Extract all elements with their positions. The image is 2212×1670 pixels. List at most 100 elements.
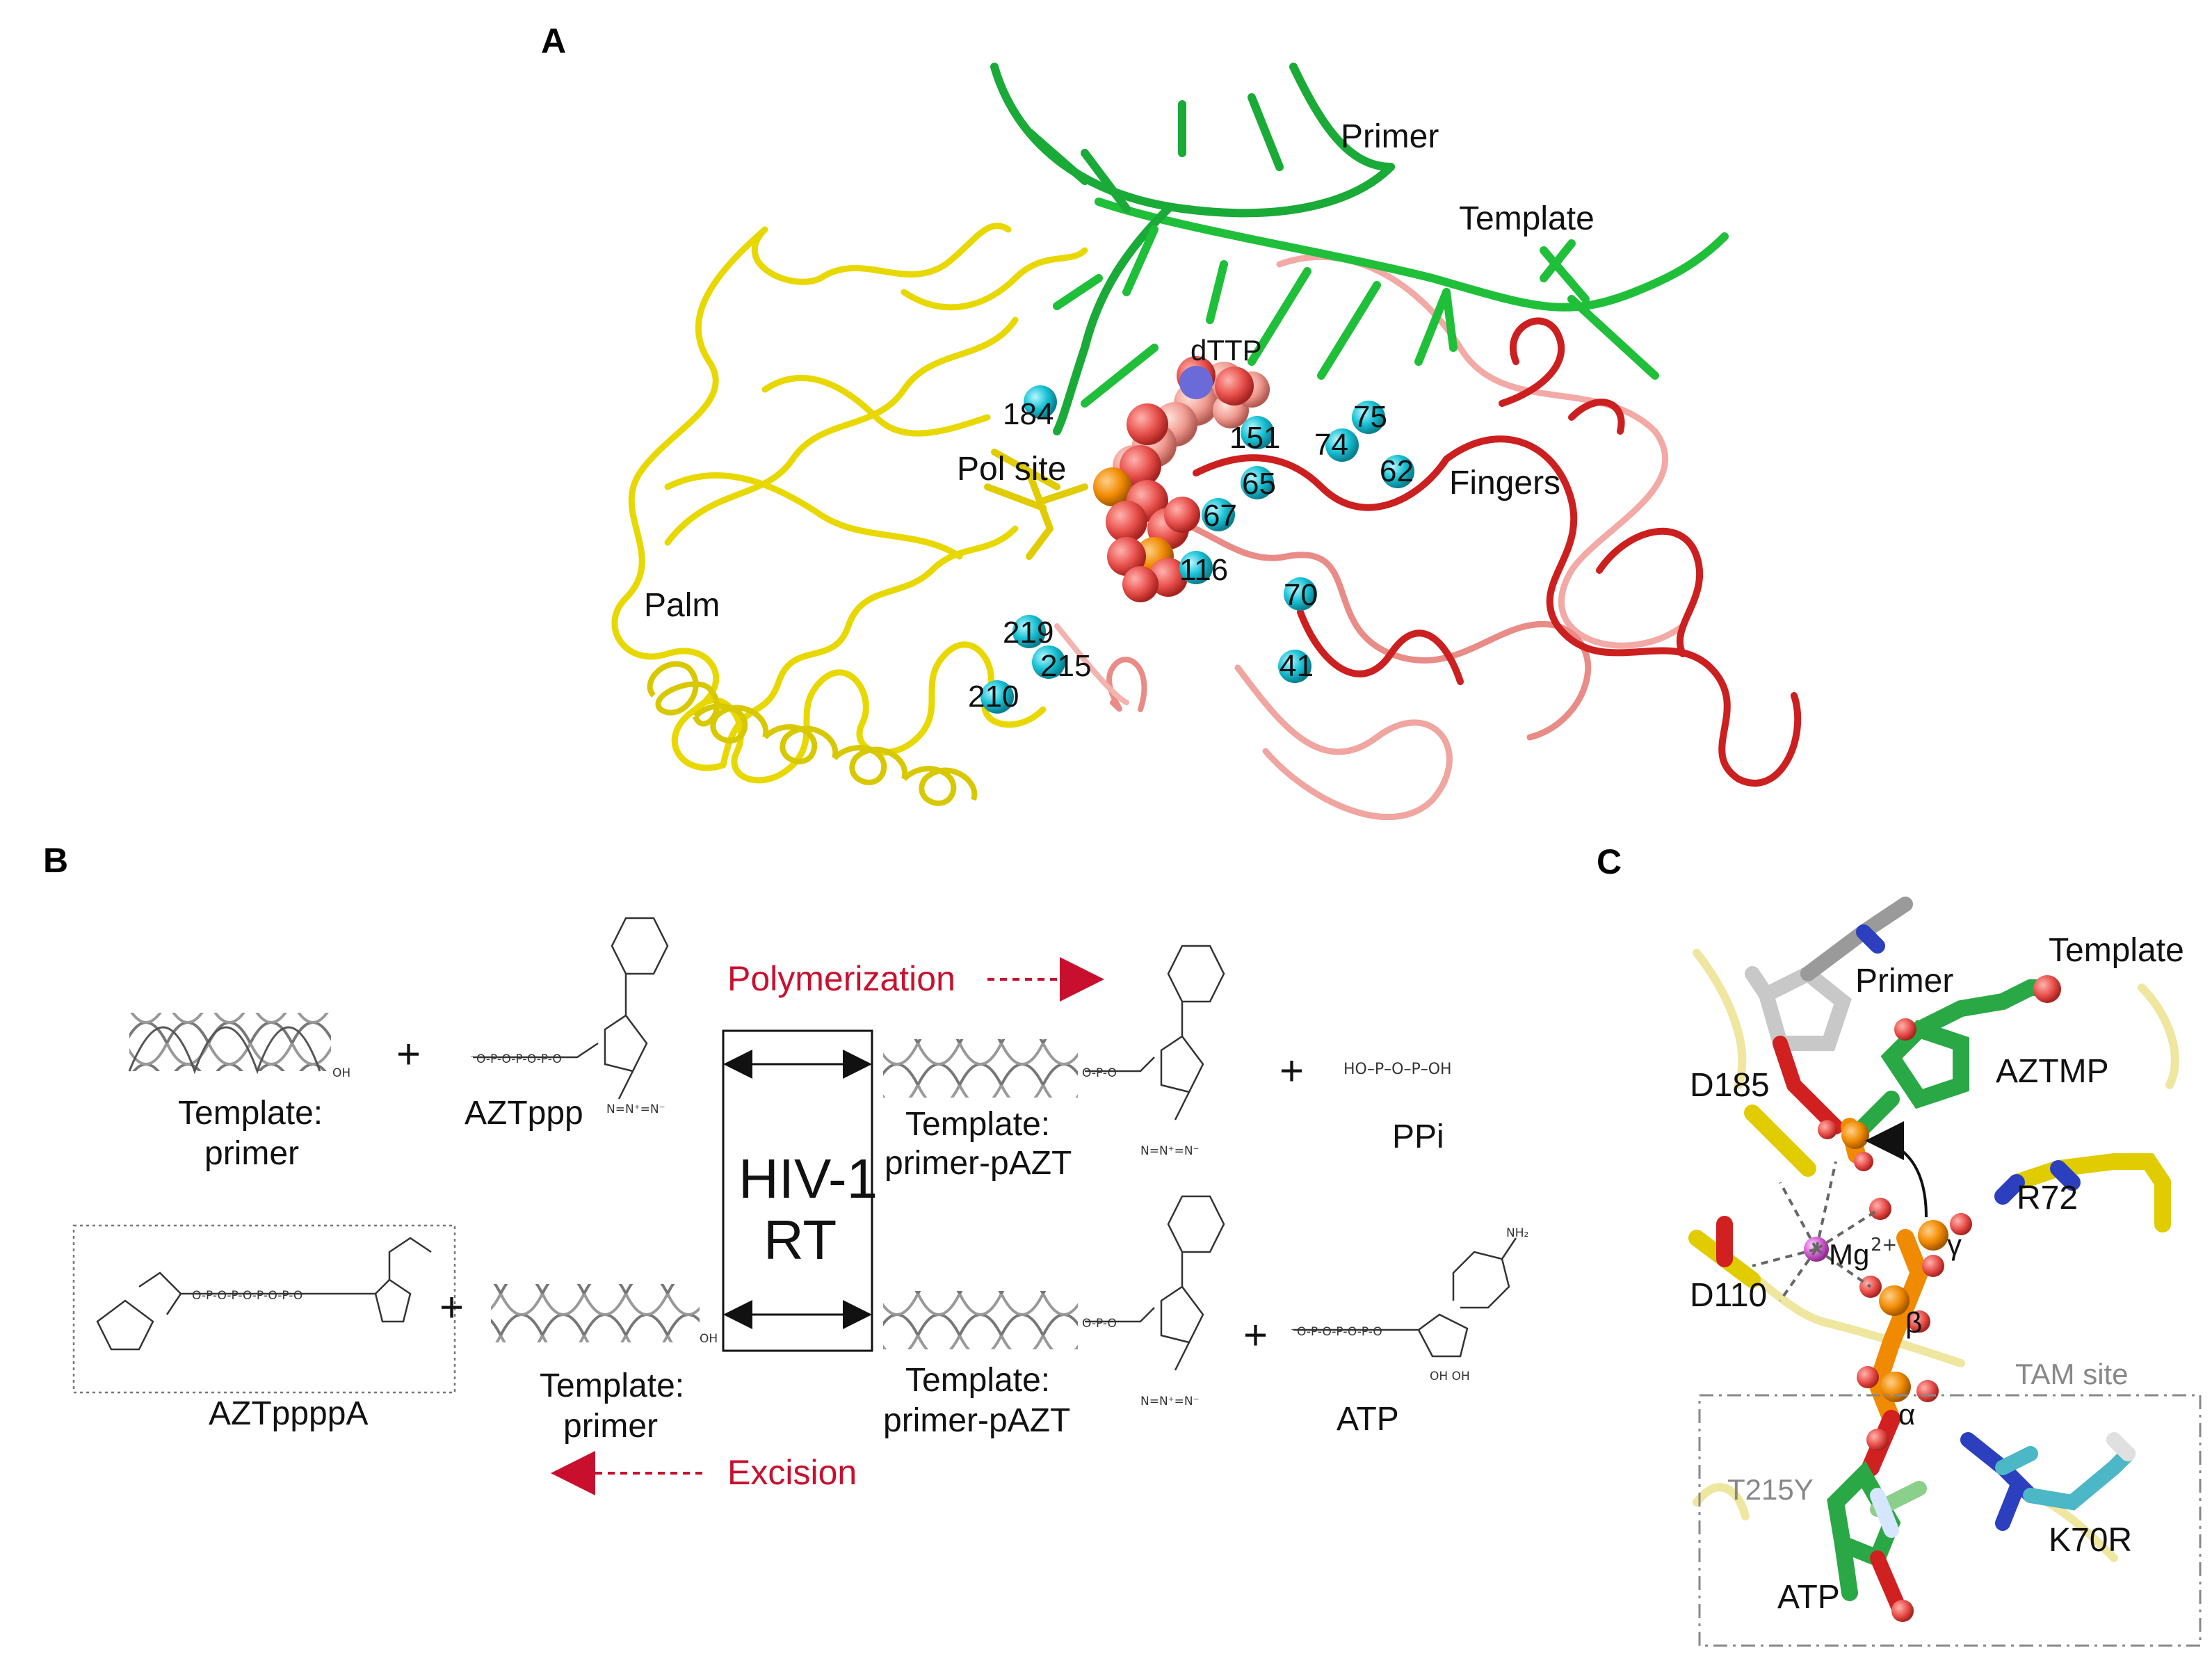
fingers-label: Fingers [1449, 465, 1560, 501]
panel-b-scheme: OH Template: primer + ⁻O-P-O-P-O-P-O N=N… [72, 917, 1528, 1495]
residue-75-ball [1352, 401, 1385, 434]
t215y-label: T215Y [1727, 1473, 1814, 1506]
row1-right-line2: primer-pAZT [885, 1145, 1072, 1182]
phos-primer [1841, 1121, 1869, 1149]
d110-label: D110 [1690, 1277, 1767, 1314]
r72-label: R72 [2017, 1180, 2078, 1217]
residue-219-ball [1012, 615, 1046, 648]
ppi-formula: HO–P–O–P–OH [1343, 1061, 1452, 1078]
plus-sign: + [1279, 1047, 1304, 1094]
enzyme-line2: RT [764, 1209, 837, 1271]
plus-sign: + [439, 1284, 464, 1331]
mg-charge: 2+ [1871, 1235, 1897, 1255]
phos-gamma [1918, 1220, 1948, 1251]
t215y-residue [1870, 1488, 1899, 1538]
aztppp-label: AZTppp [465, 1095, 583, 1132]
oxygen [1950, 1213, 1972, 1235]
mg-coordination [1752, 1161, 1879, 1302]
side-chains [1688, 1105, 2171, 1288]
residue-label: 215 [1040, 649, 1091, 683]
aztppp-structure [473, 917, 669, 1100]
dna-helix-row2-right [883, 1291, 1078, 1349]
aztmp-o [2033, 975, 2061, 1003]
oxygen [1857, 1366, 1879, 1388]
residue-116-ball [1179, 551, 1213, 584]
row1-left-line2: primer [204, 1135, 299, 1172]
residue-67-ball [1202, 498, 1235, 531]
primer-sugar [1745, 897, 1913, 1134]
dna-helix-row2-left [491, 1284, 700, 1342]
attack-arrow [1865, 1121, 1928, 1218]
d185-label: D185 [1690, 1067, 1770, 1104]
panel-a-structure: Primer Template dTTP Pol site Fingers Pa… [611, 63, 1802, 821]
residue-label: 75 [1353, 400, 1387, 434]
residue-label: 74 [1314, 428, 1348, 462]
dttp-label: dTTP [1190, 334, 1262, 367]
tam-site-box [1698, 1394, 2202, 1647]
residue-label: 151 [1229, 421, 1280, 455]
atp-nh2: NH₂ [1506, 1226, 1528, 1240]
primer-label: Primer [1341, 118, 1439, 155]
pazt-azide-row2: N=N⁺=N⁻ [1140, 1395, 1200, 1408]
dna-helix-row1-right [883, 1039, 1078, 1098]
aztmp-o [1894, 1018, 1916, 1041]
atp-label-c: ATP [1777, 1579, 1840, 1616]
template-label-c: Template [2049, 932, 2184, 969]
oxygen [1916, 1380, 1939, 1402]
pol-site-label: Pol site [957, 451, 1066, 488]
oh-label-row2: OH [700, 1332, 718, 1346]
oxygen [1854, 1152, 1873, 1171]
residue-label: 116 [1179, 553, 1228, 587]
tam-site-label: TAM site [2015, 1358, 2129, 1390]
oxygen [1818, 1120, 1837, 1139]
row2-left-line1: Template: [540, 1367, 684, 1404]
phos-beta [1879, 1285, 1910, 1316]
oh-label: OH [332, 1066, 350, 1080]
residue-label: 41 [1279, 649, 1314, 683]
oxygen [1891, 1600, 1914, 1622]
residue-70-ball [1284, 577, 1317, 611]
atp-chain: ⁻O-P-O-P-O-P-O [1291, 1325, 1382, 1339]
panel-c-structure: Template Primer D185 AZTMP R72 Mg 2+ γ D… [1688, 897, 2202, 1647]
residue-label: 65 [1242, 467, 1276, 501]
residue-label: 210 [968, 680, 1019, 714]
row2-left-line2: primer [563, 1408, 658, 1445]
polymerization-label: Polymerization [727, 959, 955, 998]
dttp-spheres [1093, 356, 1270, 602]
hiv-rt-box [722, 1029, 873, 1352]
aztppp-azide: N=N⁺=N⁻ [606, 1102, 665, 1116]
oxygen [1866, 1429, 1889, 1451]
residue-62-ball [1381, 455, 1414, 488]
atp-diol: OH OH [1430, 1370, 1470, 1383]
residue-215-ball [1032, 645, 1065, 679]
residue-210-ball [980, 680, 1014, 714]
residue-label: 184 [1003, 397, 1053, 431]
row2-right-line1: Template: [905, 1362, 1050, 1399]
pazt-chain-text-row2: O-P-O [1082, 1317, 1117, 1331]
residue-151-ball [1241, 416, 1274, 449]
atp-structure [1293, 1237, 1517, 1358]
mg-label: Mg [1829, 1238, 1869, 1271]
oxygen [1908, 1310, 1930, 1333]
aztppppa-label: AZTppppA [209, 1395, 368, 1432]
aztppppa-box [72, 1224, 456, 1394]
residue-label: 67 [1203, 499, 1237, 533]
aztppppa-structure [96, 1237, 432, 1351]
gamma-label: γ [1947, 1228, 1962, 1261]
beta-label: β [1905, 1306, 1922, 1339]
residue-label: 62 [1380, 454, 1414, 488]
dna-helix-row1-left [128, 1013, 331, 1075]
residue-41-ball [1278, 650, 1311, 683]
aztppp-chain-text: ⁻O-P-O-P-O-P-O [470, 1052, 562, 1066]
panel-b-letter: B [43, 841, 68, 880]
k70r-label: K70R [2049, 1522, 2132, 1559]
oxygen [1869, 1198, 1891, 1220]
residue-74-ball [1325, 428, 1359, 462]
row1-right-line1: Template: [905, 1106, 1050, 1143]
ppi-label: PPi [1392, 1118, 1444, 1155]
atp-label: ATP [1337, 1401, 1399, 1438]
pazt-structure-row1 [1085, 945, 1225, 1121]
row2-right-line2: primer-pAZT [883, 1402, 1070, 1439]
palm-label: Palm [644, 587, 720, 624]
alpha-label: α [1898, 1398, 1915, 1431]
